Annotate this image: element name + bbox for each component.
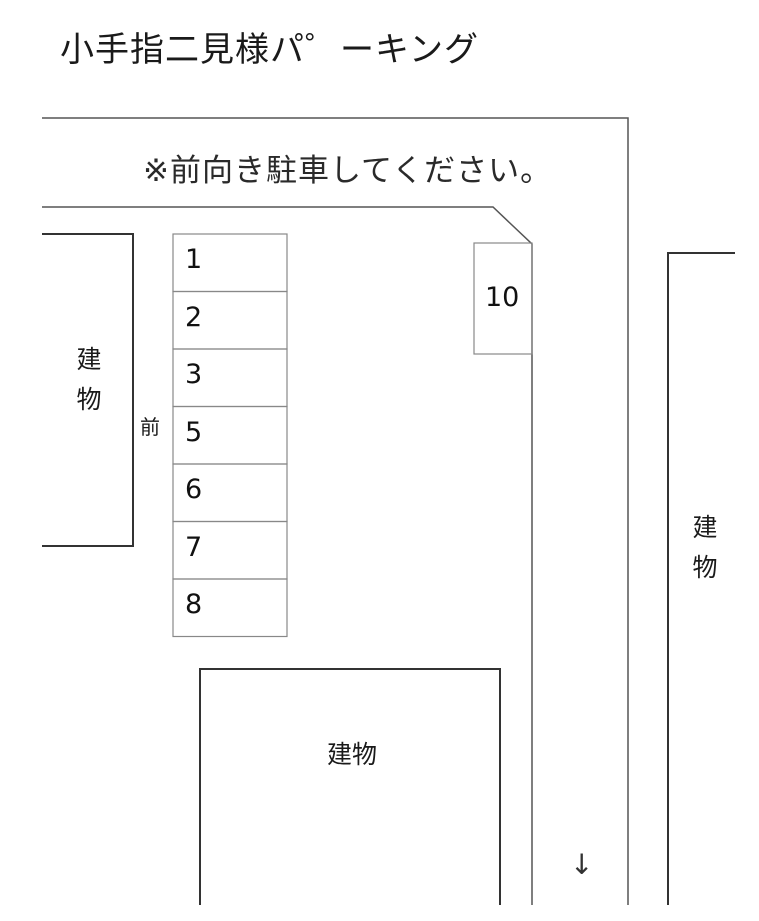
space-label-6: 6: [185, 474, 203, 505]
right-building: [667, 252, 735, 905]
parking-stalls: [172, 233, 288, 638]
space-label-2: 2: [185, 301, 203, 333]
space-label-1: 1: [185, 244, 203, 275]
building-label-right: 建物: [692, 513, 718, 582]
aisle-line: [42, 206, 533, 905]
building-label-bottom: 建物: [327, 740, 378, 769]
left-building: [42, 233, 134, 547]
space-label-10: 10: [485, 282, 520, 313]
page-title: 小手指二見様パ゜ーキング: [60, 30, 479, 70]
front-marker: 前: [140, 415, 160, 439]
space-label-3: 3: [185, 359, 203, 390]
space-label-7: 7: [185, 531, 203, 563]
building-label-left: 建物: [76, 345, 102, 414]
down-arrow-icon: ↓: [570, 848, 594, 881]
bottom-building: [199, 668, 501, 905]
space-label-8: 8: [185, 589, 203, 620]
space-label-5: 5: [185, 416, 203, 448]
parking-space-8: [172, 578, 288, 638]
lot-boundary: [42, 117, 629, 905]
parking-space-10: [473, 242, 533, 355]
parking-notice: ※前向き駐車してください。: [143, 153, 553, 189]
